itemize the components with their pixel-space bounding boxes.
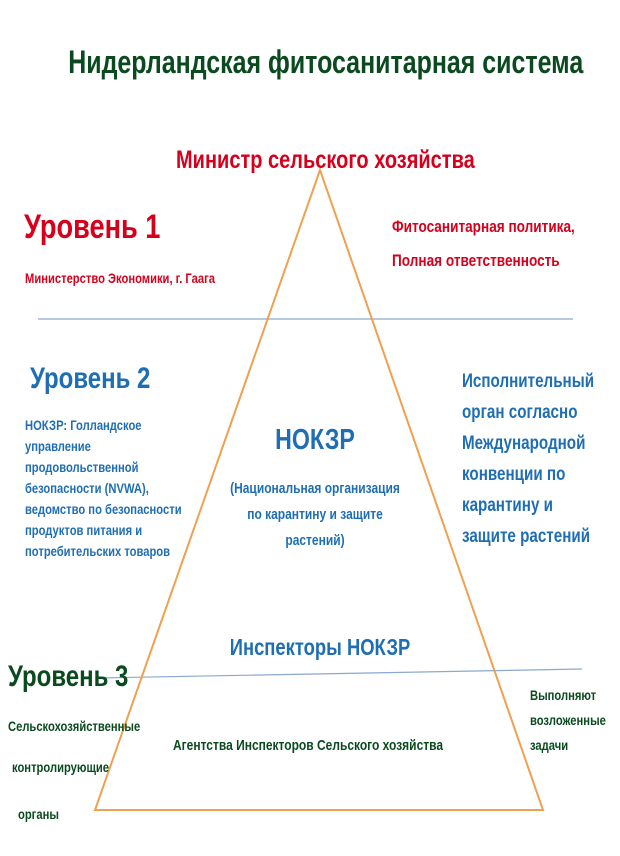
page-title: Нидерландская фитосанитарная система xyxy=(68,44,584,80)
nokzr-line: по карантину и защите xyxy=(247,506,383,523)
level2-left-line: безопасности (NVWA), xyxy=(25,480,149,496)
level2-left-line: управление xyxy=(25,438,91,454)
level2-right-line: защите растений xyxy=(462,526,591,547)
level3-left-line: контролирующие xyxy=(12,759,110,775)
level2-left-line: продовольственной xyxy=(25,459,139,475)
level3-left-line: органы xyxy=(18,806,59,822)
level3-right-line: возложенные xyxy=(530,712,606,728)
nokzr-line: (Национальная организация xyxy=(230,480,400,497)
level1-policy: Фитосанитарная политика, xyxy=(392,217,575,236)
pyramid-triangle xyxy=(93,166,545,811)
level2-heading: Уровень 2 xyxy=(30,362,151,395)
divider-level2-level3 xyxy=(97,668,583,679)
level1-responsibility: Полная ответственность xyxy=(392,251,560,270)
level3-agencies: Агентства Инспекторов Сельского хозяйств… xyxy=(173,737,444,754)
level2-right-line: конвенции по xyxy=(462,464,566,485)
level1-heading: Уровень 1 xyxy=(24,208,161,246)
level3-right-line: Выполняют xyxy=(530,687,597,703)
level2-right-line: Международной xyxy=(462,433,586,454)
inspectors-label: Инспекторы НОКЗР xyxy=(229,634,411,660)
level2-right-line: карантину и xyxy=(462,495,553,516)
level2-left-line: ведомство по безопасности xyxy=(25,501,182,517)
level2-right-description: Исполнительный орган согласно Международ… xyxy=(462,366,594,552)
level3-right-description: Выполняют возложенные задачи xyxy=(530,683,606,758)
level3-left-line: Сельскохозяйственные xyxy=(8,718,141,734)
level2-left-line: продуктов питания и xyxy=(25,522,143,538)
level3-heading: Уровень 3 xyxy=(8,660,129,693)
level2-right-line: орган согласно xyxy=(462,402,578,423)
level3-right-line: задачи xyxy=(530,737,569,753)
minister-label: Министр сельского хозяйства xyxy=(176,146,475,174)
level2-right-line: Исполнительный xyxy=(462,371,595,392)
level2-left-line: потребительских товаров xyxy=(25,543,171,559)
level2-left-line: НОКЗР: Голландское xyxy=(25,417,142,433)
nokzr-description: (Национальная организация по карантину и… xyxy=(227,476,403,554)
level2-left-description: НОКЗР: Голландское управление продовольс… xyxy=(25,415,182,562)
nokzr-line: растений) xyxy=(285,532,345,549)
level1-ministry: Министерство Экономики, г. Гаага xyxy=(25,270,215,286)
nokzr-title: НОКЗР xyxy=(275,424,355,456)
